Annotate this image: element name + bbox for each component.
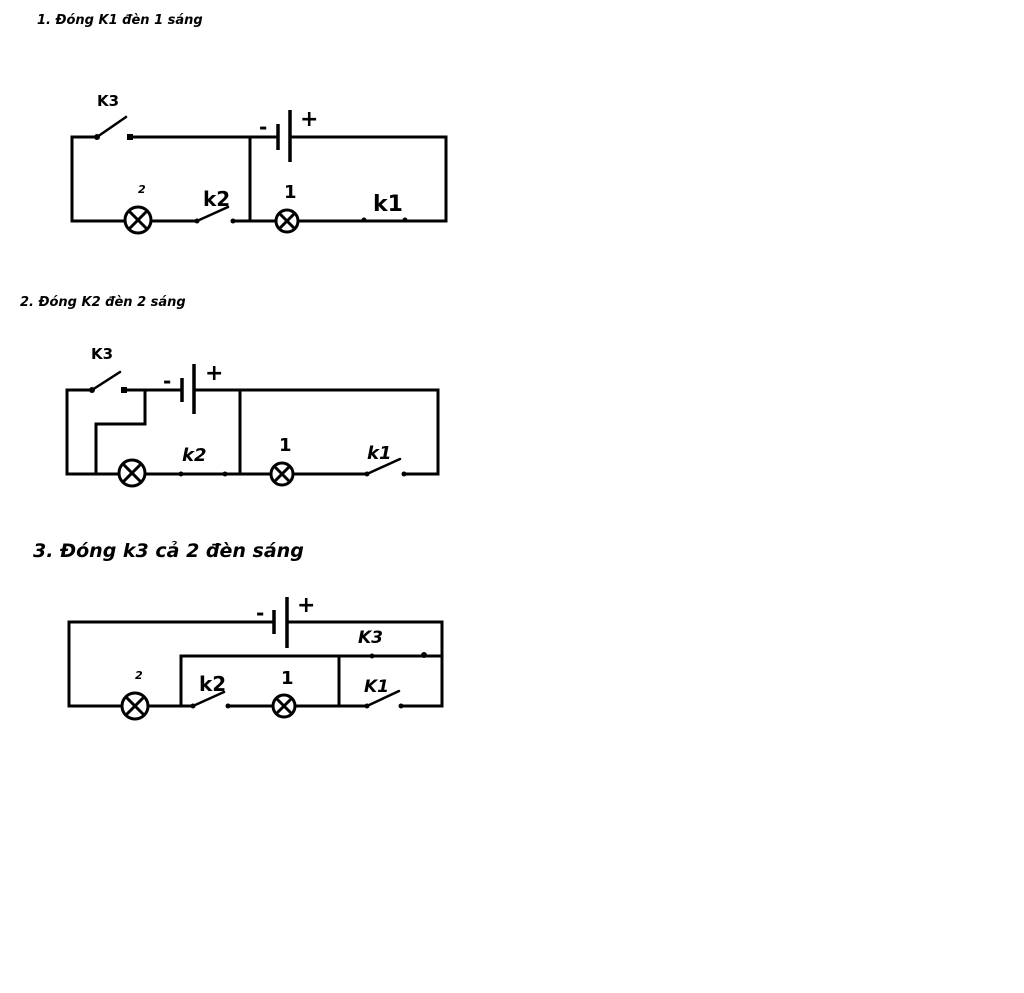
circuit-2-switch-k2 [178,471,228,477]
circuit-1-battery [276,110,292,162]
circuit-2-k2-label: k2 [182,445,207,466]
circuit-1-lamp-1-label: 1 [284,182,297,203]
circuit-3-battery [272,597,289,648]
circuit-1-switch-k2 [194,205,236,224]
circuit-2-title: 2. Đóng K2 đèn 2 sáng [20,295,186,310]
circuit-3: 3. Đóng k3 cả 2 đèn sáng - + K3 2 [33,540,444,721]
circuit-3-switch-k1 [364,689,404,709]
circuit-2-wire-left-outer [65,388,120,476]
circuit-2-lamp-1-label: 1 [279,435,292,456]
circuit-2-k1-label: k1 [367,443,392,464]
circuit-2: 2. Đóng K2 đèn 2 sáng - + K3 [20,295,440,488]
circuit-3-switch-k2 [190,690,231,709]
circuit-2-lamp-2 [117,458,147,488]
circuit-1-k2-label: k2 [203,187,230,211]
circuit-2-switch-k3 [89,370,127,393]
circuit-2-plus-label: + [205,361,223,386]
circuit-1-k1-label: k1 [373,192,403,217]
circuit-3-k2-label: k2 [199,672,226,696]
circuit-3-title: 3. Đóng k3 cả 2 đèn sáng [33,540,304,562]
circuit-1-lamp-1 [274,208,300,234]
circuit-3-lamp-1 [271,693,297,719]
circuit-3-lamp-2 [120,691,150,721]
circuit-3-k3-label: K3 [358,628,383,648]
circuit-1: 1. Đóng K1 đèn 1 sáng - + K3 2 [37,13,448,235]
circuit-1-plus-label: + [300,107,318,132]
circuit-1-switch-k3 [94,115,133,140]
circuit-2-switch-k1 [364,457,407,477]
circuit-2-battery [180,364,196,414]
circuit-3-plus-label: + [297,593,315,618]
circuit-3-wire-inner-top [179,654,374,708]
circuit-3-k1-label: K1 [364,677,389,697]
circuit-3-lamp-1-label: 1 [281,668,294,689]
circuit-3-wire-right-loop [285,620,444,708]
circuit-2-k3-label: K3 [91,345,113,363]
circuit-1-k3-label: K3 [97,92,119,110]
circuit-3-switch-k3 [369,652,427,659]
circuit-2-wire-inner-branch [94,388,147,476]
circuit-3-lamp-2-label: 2 [135,669,143,682]
circuit-1-lamp-2 [123,205,153,235]
circuit-1-switch-k1 [361,217,408,223]
circuit-3-wire-left-loop [67,620,276,708]
circuit-2-minus-label: - [163,369,171,393]
circuit-2-wire-right-loop [192,388,440,476]
circuit-1-title: 1. Đóng K1 đèn 1 sáng [37,13,203,28]
circuit-1-wire-left-loop [70,135,127,223]
circuit-3-minus-label: - [256,601,264,625]
circuit-1-lamp-2-label: 2 [138,183,146,196]
circuit-2-lamp-1 [269,461,295,487]
circuit-1-wire-right-loop [288,135,448,223]
circuit-1-minus-label: - [259,115,267,139]
